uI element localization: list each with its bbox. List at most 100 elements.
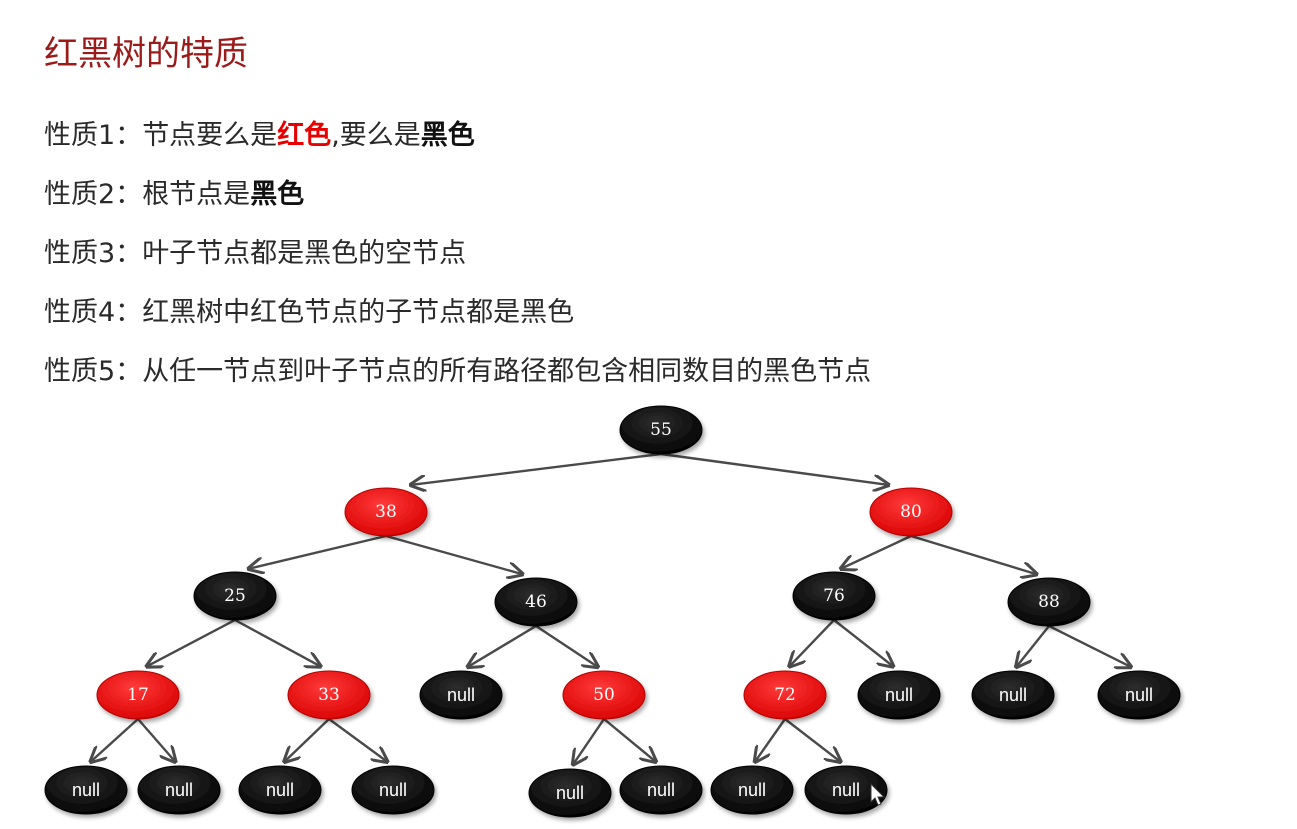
property-5: 性质5：从任一节点到叶子节点的所有路径都包含相同数目的黑色节点 [44, 352, 871, 411]
tree-node-null: null [619, 765, 703, 815]
red-node-shape [743, 670, 827, 720]
property-text: 黑色 [420, 120, 475, 151]
tree-edge [573, 718, 605, 765]
tree-node-38: 38 [344, 487, 428, 537]
black-node-shape [1007, 577, 1091, 627]
tree-node-72: 72 [743, 670, 827, 720]
property-text: 节点要么是 [142, 120, 278, 151]
tree-node-null: null [804, 765, 888, 815]
tree-edge [1048, 624, 1131, 667]
tree-node-55: 55 [619, 405, 703, 455]
tree-edge [603, 718, 656, 762]
node-label: 76 [823, 586, 845, 606]
black-node-shape [619, 765, 703, 815]
black-node-shape [494, 577, 578, 627]
node-label: 17 [127, 685, 149, 705]
black-node-shape [137, 765, 221, 815]
black-node-shape [804, 765, 888, 815]
property-text: 黑色 [250, 179, 305, 210]
black-node-shape [193, 571, 277, 621]
tree-edge [1016, 625, 1050, 667]
black-node-shape [351, 765, 435, 815]
node-label: null [999, 685, 1027, 705]
tree-node-46: 46 [494, 577, 578, 627]
red-node-shape [287, 670, 371, 720]
tree-node-null: null [44, 765, 128, 815]
property-text: 根节点是 [142, 179, 251, 210]
tree-edge [411, 452, 662, 485]
tree-edge [784, 718, 841, 762]
node-label: null [266, 780, 294, 800]
node-label: 33 [318, 685, 340, 705]
tree-edge [833, 619, 893, 666]
black-node-shape [44, 765, 128, 815]
node-label: 50 [593, 685, 615, 705]
node-label: null [447, 685, 475, 705]
tree-node-50: 50 [562, 670, 646, 720]
red-node-shape [96, 670, 180, 720]
tree-edge [841, 534, 912, 569]
black-node-shape [792, 571, 876, 621]
red-node-shape [562, 670, 646, 720]
tree-edge [789, 619, 835, 666]
property-text: 红黑树中红色节点的子节点都是黑色 [142, 297, 575, 328]
black-node-shape [857, 670, 941, 720]
property-prefix: 性质4： [44, 297, 143, 328]
tree-node-null: null [971, 670, 1055, 720]
node-label: null [1125, 685, 1153, 705]
node-label: 72 [774, 685, 796, 705]
tree-edge [91, 718, 139, 762]
tree-node-null: null [528, 768, 612, 818]
tree-edge [468, 624, 537, 667]
red-node-shape [869, 487, 953, 537]
property-text: ,要么是 [331, 120, 421, 151]
tree-edge [328, 718, 387, 762]
tree-node-88: 88 [1007, 577, 1091, 627]
tree-node-33: 33 [287, 670, 371, 720]
tree-node-25: 25 [193, 571, 277, 621]
tree-edge [284, 718, 330, 762]
black-node-shape [710, 765, 794, 815]
node-label: null [556, 783, 584, 803]
tree-edge [147, 618, 236, 666]
node-label: null [647, 780, 675, 800]
mouse-cursor-icon [870, 782, 886, 806]
node-label: 38 [375, 502, 397, 522]
property-prefix: 性质3： [44, 238, 143, 269]
black-node-shape [238, 765, 322, 815]
tree-node-null: null [1097, 670, 1181, 720]
tree-node-null: null [419, 670, 503, 720]
node-label: null [379, 780, 407, 800]
property-text: 从任一节点到叶子节点的所有路径都包含相同数目的黑色节点 [142, 356, 872, 387]
property-text: 红色 [277, 120, 332, 151]
property-2: 性质2：根节点是黑色 [44, 175, 871, 234]
node-label: null [738, 780, 766, 800]
property-text: 叶子节点都是黑色的空节点 [142, 238, 467, 269]
property-prefix: 性质1： [44, 120, 143, 151]
node-label: null [832, 780, 860, 800]
black-node-shape [419, 670, 503, 720]
node-label: null [72, 780, 100, 800]
black-node-shape [619, 405, 703, 455]
black-node-shape [528, 768, 612, 818]
node-label: null [885, 685, 913, 705]
tree-node-null: null [857, 670, 941, 720]
tree-node-76: 76 [792, 571, 876, 621]
tree-edge [910, 534, 1037, 574]
page-title: 红黑树的特质 [44, 34, 248, 74]
tree-edge [234, 618, 321, 666]
property-4: 性质4：红黑树中红色节点的子节点都是黑色 [44, 293, 871, 352]
node-label: 25 [224, 586, 246, 606]
node-label: 80 [900, 502, 922, 522]
tree-edge [385, 534, 523, 574]
red-node-shape [344, 487, 428, 537]
tree-node-null: null [137, 765, 221, 815]
tree-node-17: 17 [96, 670, 180, 720]
property-3: 性质3：叶子节点都是黑色的空节点 [44, 234, 871, 293]
tree-edge [249, 534, 387, 569]
property-prefix: 性质5： [44, 356, 143, 387]
tree-node-null: null [351, 765, 435, 815]
black-node-shape [971, 670, 1055, 720]
property-1: 性质1：节点要么是红色,要么是黑色 [44, 116, 871, 175]
